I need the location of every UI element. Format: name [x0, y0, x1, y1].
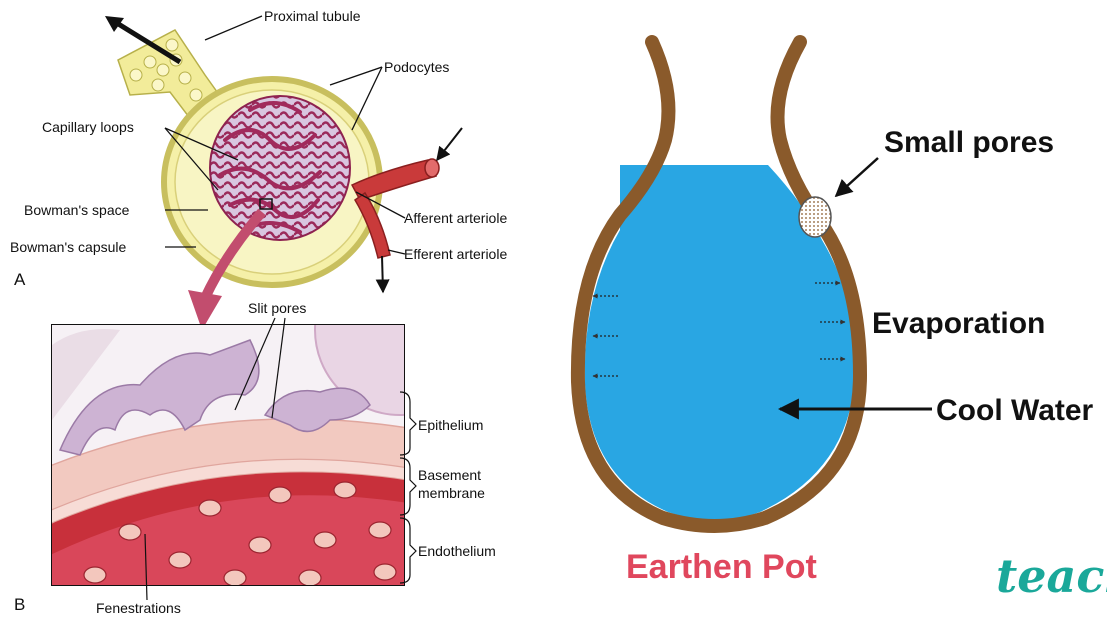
small-pores-marker [799, 197, 831, 237]
label-panel-a: A [14, 270, 26, 289]
label-fenestrations: Fenestrations [96, 600, 181, 616]
small-pores-arrow [836, 158, 878, 196]
label-afferent-arteriole: Afferent arteriole [404, 210, 507, 226]
label-panel-b: B [14, 595, 25, 614]
label-slit-pores: Slit pores [248, 300, 306, 316]
capillary-tuft [210, 96, 350, 240]
efferent-flow-arrow [382, 256, 383, 292]
label-bowmans-capsule: Bowman's capsule [10, 239, 127, 255]
afferent-flow-arrow [437, 128, 462, 160]
label-cool-water: Cool Water [936, 394, 1094, 427]
label-capillary-loops: Capillary loops [42, 119, 134, 135]
teach-logo: teach [996, 549, 1107, 603]
label-basement-membrane-line2: membrane [418, 485, 485, 501]
label-basement-membrane-line1: Basement [418, 467, 481, 483]
label-small-pores: Small pores [884, 126, 1054, 159]
label-proximal-tubule: Proximal tubule [264, 8, 361, 24]
label-bowmans-space: Bowman's space [24, 202, 130, 218]
label-podocytes: Podocytes [384, 59, 449, 75]
title-earthen-pot: Earthen Pot [626, 548, 817, 586]
label-epithelium: Epithelium [418, 417, 483, 433]
glomerulus-panel-a: Proximal tubule Podocytes Capillary loop… [10, 8, 507, 292]
earthen-pot-figure: Small pores Evaporation Cool Water Earth… [578, 42, 1107, 603]
label-efferent-arteriole: Efferent arteriole [404, 246, 507, 262]
filtration-barrier-panel-b: Slit pores Epithelium Basement membrane … [14, 245, 496, 616]
label-endothelium: Endothelium [418, 543, 496, 559]
label-evaporation: Evaporation [872, 307, 1045, 340]
